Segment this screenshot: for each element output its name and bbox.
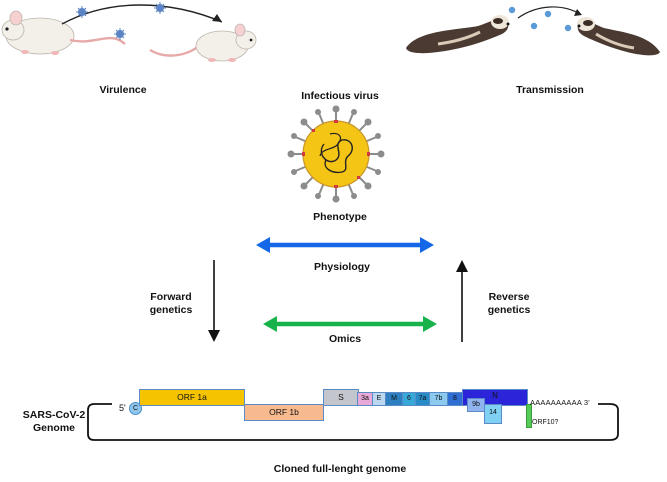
gene-e: E [372,392,386,406]
mice-illustration [1,2,257,62]
ferret-donor-icon [406,15,510,54]
omics-label: Omics [328,333,362,345]
forward-genetics-label: Forward genetics [136,291,206,317]
gene-orf9b: 9b [467,398,485,412]
cap-label: C [132,405,139,412]
gene-orf7a-label: 7a [418,395,427,402]
omics-double-arrow [263,316,437,332]
gene-orf10-label: ORF10? [532,419,559,426]
mouse-infected-icon [149,23,257,62]
plasmid-backbone [87,403,619,441]
gene-orf6-label: 6 [407,395,411,402]
gene-orf8: 8 [447,392,463,406]
reverse-genetics-arrow [456,260,468,342]
virus-particle-icon [508,6,572,32]
gene-orf10 [526,404,532,428]
genome-title-line2: Genome [32,422,75,435]
transmission-label: Transmission [516,84,584,96]
reverse-genetics-line2: genetics [487,304,531,317]
gene-orf14-label: 14 [489,409,497,416]
infectious-virus-label: Infectious virus [301,90,379,102]
virulence-label: Virulence [99,84,147,96]
gene-orf6: 6 [402,392,416,406]
gene-orf8-label: 8 [453,395,457,402]
reverse-genetics-label: Reverse genetics [474,291,544,317]
poly-a-tail-label: AAAAAAAAAA 3' [530,398,590,407]
gene-e-label: E [376,395,382,402]
gene-orf1a: ORF 1a [139,389,245,406]
sars-cov-2-virion-icon [287,105,385,203]
gene-orf3a: 3a [357,392,373,406]
gene-orf1b-label: ORF 1b [269,407,299,417]
physiology-label: Physiology [313,261,370,273]
gene-s: S [323,389,359,406]
gene-orf9b-label: 9b [472,401,480,408]
cap-icon: C [129,402,142,415]
gene-orf7b: 7b [429,392,448,406]
gene-orf7a: 7a [415,392,430,406]
gene-orf1b: ORF 1b [244,404,324,421]
gene-s-label: S [338,392,344,402]
forward-genetics-arrow [208,260,220,342]
ferret-recipient-icon [577,17,660,56]
gene-orf7b-label: 7b [434,395,443,402]
gene-orf1a-label: ORF 1a [177,392,207,402]
five-prime-label: 5' [119,403,126,413]
gene-m-label: M [391,395,397,402]
genome-caption: Cloned full-lenght genome [273,463,407,475]
gene-m: M [385,392,403,406]
gene-orf3a-label: 3a [361,395,369,402]
mouse-healthy-icon [1,10,126,55]
phenotype-label: Phenotype [313,211,367,223]
genome-title: SARS-CoV-2 Genome [14,409,94,435]
infection-arrow [61,4,223,25]
phenotype-double-arrow [256,237,434,253]
forward-genetics-line1: Forward [150,291,192,303]
gene-orf14: 14 [484,404,502,424]
gene-n-label: N [492,391,498,400]
ferrets-illustration [406,6,660,56]
genome-map [87,403,619,441]
genome-title-line1: SARS-CoV-2 [22,409,86,421]
forward-genetics-line2: genetics [149,304,193,317]
transmission-arrow [517,6,581,19]
reverse-genetics-line1: Reverse [488,291,530,303]
